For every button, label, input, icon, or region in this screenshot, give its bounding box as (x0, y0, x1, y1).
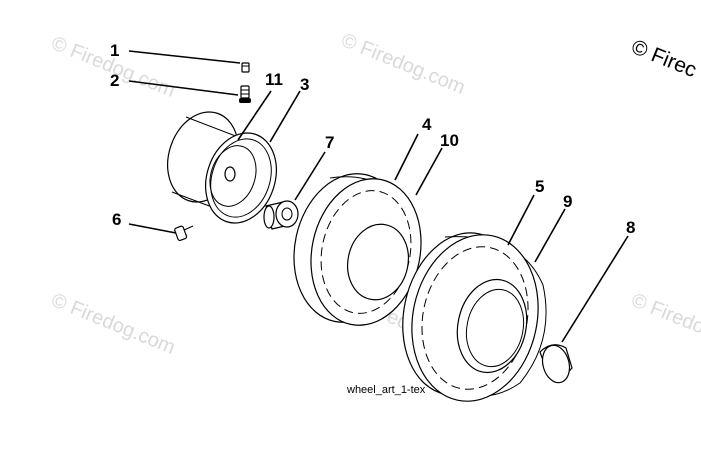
leader-line-5 (507, 194, 535, 246)
corner-watermark: © Firec (628, 35, 700, 82)
callout-11: 11 (265, 70, 283, 89)
callout-9: 9 (563, 192, 572, 211)
callout-7: 7 (325, 133, 334, 152)
leader-line-1 (128, 50, 241, 64)
callout-10: 10 (440, 131, 459, 150)
valve-cap-part[interactable] (241, 62, 250, 73)
callout-2: 2 (110, 71, 119, 90)
leader-line-9 (534, 208, 566, 263)
valve-stem-part[interactable] (239, 85, 251, 103)
leader-line-10 (415, 147, 443, 196)
leader-line-4 (394, 133, 419, 181)
leader-lines (128, 50, 629, 343)
callout-5: 5 (535, 177, 544, 196)
bolt-part[interactable] (174, 225, 194, 241)
callout-1: 1 (110, 41, 119, 60)
callout-labels: 1 2 11 3 7 4 10 6 5 9 8 (110, 41, 635, 237)
hub-cap-part[interactable] (539, 342, 574, 385)
leader-line-2 (128, 80, 239, 96)
leader-line-7 (294, 151, 326, 201)
watermark: © Firedog.com (628, 289, 701, 359)
watermark: © Firedog.com (338, 29, 468, 99)
leader-line-6 (128, 223, 177, 234)
front-tire-part[interactable] (281, 163, 435, 335)
callout-4: 4 (422, 115, 432, 134)
rear-tire-part[interactable] (388, 222, 553, 413)
watermark: © Firedog.com (48, 289, 178, 359)
callout-8: 8 (626, 218, 635, 237)
leader-line-3 (269, 90, 301, 143)
bushing-part[interactable] (263, 200, 299, 230)
diagram-caption: wheel_art_1-tex (346, 384, 426, 396)
callout-3: 3 (300, 75, 309, 94)
leader-line-11 (237, 90, 272, 141)
callout-6: 6 (112, 210, 121, 229)
wheel-rim-part[interactable] (156, 103, 287, 233)
leader-line-8 (561, 235, 629, 343)
